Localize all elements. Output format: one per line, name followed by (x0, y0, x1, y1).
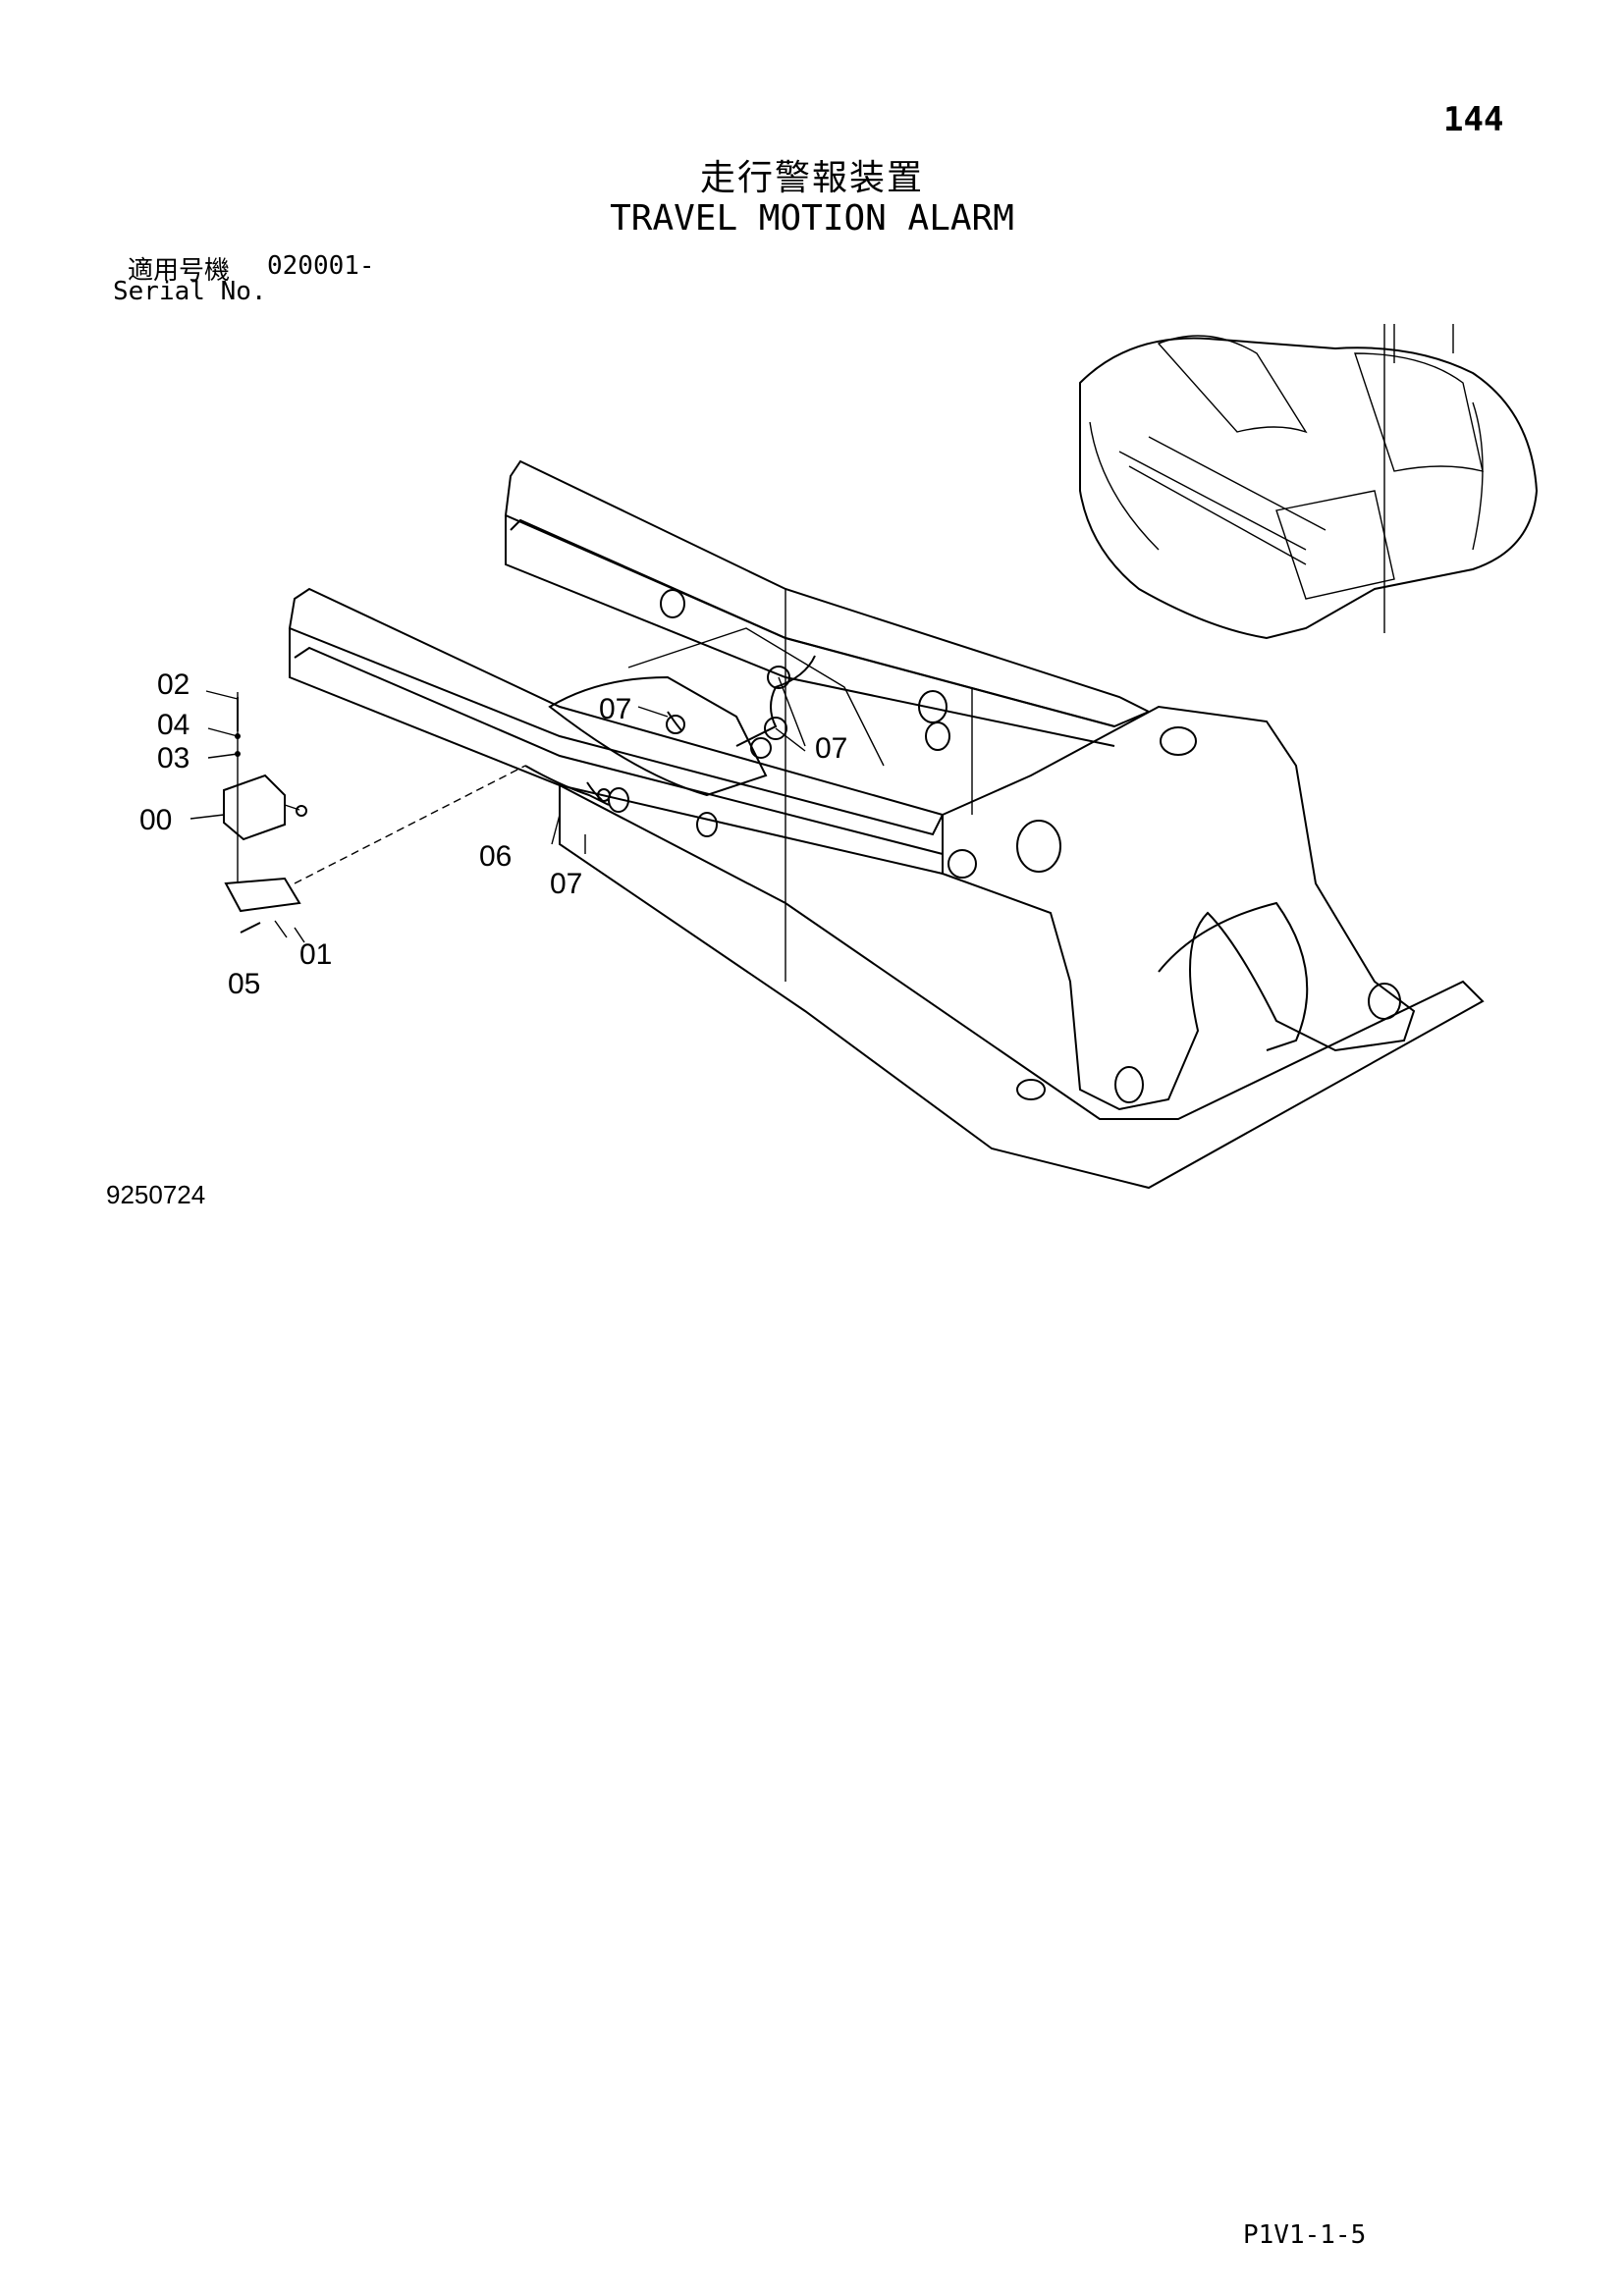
callout-03: 03 (157, 742, 189, 774)
callout-01: 01 (299, 938, 332, 971)
page-title-japanese: 走行警報装置 (699, 158, 924, 198)
figure-number: 9250724 (106, 1180, 206, 1209)
callout-07-upper-right: 07 (815, 732, 847, 765)
page-number: 144 (1443, 100, 1504, 139)
callout-06: 06 (479, 840, 512, 873)
serial-label-english: Serial No. (113, 277, 267, 306)
page-code: P1V1-1-5 (1243, 2220, 1367, 2250)
excavator-overview-inset (1079, 324, 1539, 640)
swing-frame-drawing (288, 459, 1485, 1190)
callout-07-upper-left: 07 (599, 693, 631, 725)
callout-02: 02 (157, 668, 189, 701)
callout-05: 05 (228, 968, 260, 1000)
callout-07-lower: 07 (550, 868, 582, 900)
serial-label-japanese: 適用号機 (128, 256, 231, 286)
callout-04: 04 (157, 709, 189, 741)
callout-00: 00 (139, 804, 172, 836)
page-title-english: TRAVEL MOTION ALARM (610, 198, 1014, 239)
alarm-parts (189, 655, 816, 943)
serial-range: 020001- (267, 251, 375, 281)
